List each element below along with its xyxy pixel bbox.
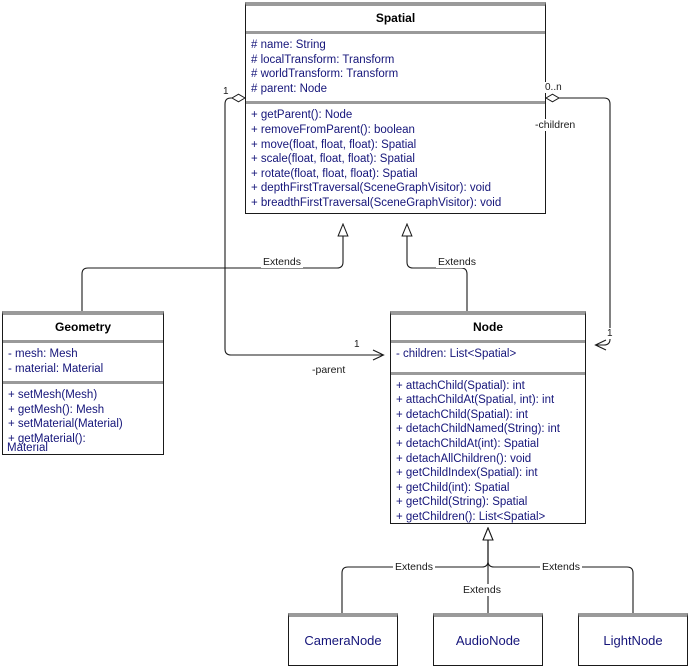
edge-label-geometry-extends: Extends — [261, 256, 303, 268]
class-methods-node: + attachChild(Spatial): int + attachChil… — [391, 375, 585, 530]
multiplicity-parent-target: 1 — [353, 339, 361, 350]
method-row: + getParent(): Node — [251, 109, 353, 122]
method-row: + getMaterial(): — [8, 432, 86, 445]
edge-label-camera-extends: Extends — [393, 561, 435, 573]
class-separator — [3, 340, 163, 343]
class-box-audio-node[interactable]: AudioNode — [433, 613, 543, 666]
attribute-row: # name: String — [251, 39, 326, 51]
edge-node-extends-spatial — [407, 236, 468, 311]
edge-label-light-extends: Extends — [540, 561, 582, 573]
method-row: + rotate(float, float, float): Spatial — [251, 167, 418, 180]
class-box-spatial[interactable]: Spatial # name: String # localTransform:… — [245, 2, 546, 214]
method-row: + setMaterial(Material) — [8, 418, 123, 431]
class-attributes-spatial: # name: String # localTransform: Transfo… — [246, 34, 545, 101]
method-row: + attachChildAt(Spatial, int): int — [396, 394, 555, 407]
method-row: + getChildIndex(Spatial): int — [396, 467, 538, 480]
class-title-geometry: Geometry — [54, 320, 112, 334]
attribute-row: # localTransform: Transform — [251, 53, 395, 66]
method-row: + getChildren(): List<Spatial> — [396, 510, 546, 523]
method-row: + getChild(int): Spatial — [396, 481, 510, 494]
attribute-row: - material: Material — [8, 362, 104, 375]
multiplicity-parent-source: 1 — [222, 86, 230, 97]
class-title-audio-node: AudioNode — [455, 633, 521, 648]
multiplicity-children-target: 1 — [606, 328, 614, 339]
class-title-node: Node — [473, 320, 503, 334]
method-row: + detachAllChildren(): void — [396, 452, 532, 465]
class-title-light-node: LightNode — [603, 633, 663, 648]
method-row: + breadthFirstTraversal(SceneGraphVisito… — [251, 196, 502, 209]
method-row: + setMesh(Mesh) — [8, 389, 98, 402]
class-box-camera-node[interactable]: CameraNode — [288, 613, 398, 666]
edge-children-aggregation — [545, 93, 611, 351]
class-title-spatial: Spatial — [375, 11, 416, 25]
edge-parent-aggregation — [224, 93, 385, 361]
attribute-row: # parent: Node — [251, 82, 328, 95]
edge-label-audio-extends: Extends — [461, 584, 503, 596]
edge-role-children: -children — [533, 119, 578, 131]
method-row: + getChild(String): Spatial — [396, 496, 528, 509]
method-row: + move(float, float, float): Spatial — [251, 138, 417, 151]
class-separator — [391, 340, 585, 343]
edge-label-node-extends: Extends — [436, 256, 478, 268]
class-attributes-geometry: - mesh: Mesh - material: Material — [3, 343, 163, 381]
edge-role-parent: -parent — [310, 364, 348, 376]
class-separator — [246, 31, 545, 34]
class-methods-geometry-overflow: Material — [7, 442, 48, 454]
attribute-row: # worldTransform: Transform — [251, 68, 399, 81]
method-row: + removeFromParent(): boolean — [251, 123, 415, 136]
attribute-row: - mesh: Mesh — [8, 348, 78, 360]
attribute-row: - children: List<Spatial> — [396, 348, 517, 360]
class-box-light-node[interactable]: LightNode — [578, 613, 688, 666]
class-separator — [391, 371, 585, 375]
method-row: + scale(float, float, float): Spatial — [251, 153, 415, 166]
class-methods-spatial: + getParent(): Node + removeFromParent()… — [246, 104, 545, 215]
multiplicity-children-source: 0..n — [544, 82, 563, 93]
method-row: + detachChildNamed(String): int — [396, 423, 560, 436]
class-title-camera-node: CameraNode — [304, 633, 382, 648]
class-separator — [3, 381, 163, 385]
class-box-geometry[interactable]: Geometry - mesh: Mesh - material: Materi… — [2, 311, 164, 455]
class-box-node[interactable]: Node - children: List<Spatial> + attachC… — [390, 311, 586, 524]
method-row: + detachChild(Spatial): int — [396, 408, 529, 421]
class-methods-geometry: + setMesh(Mesh) + getMesh(): Mesh + setM… — [3, 384, 163, 451]
method-row: + depthFirstTraversal(SceneGraphVisitor)… — [251, 182, 492, 195]
method-row: + attachChild(Spatial): int — [396, 379, 525, 392]
edge-camera-extends-node — [341, 540, 488, 613]
method-row: + detachChildAt(int): Spatial — [396, 437, 539, 450]
edge-light-extends-node — [488, 540, 634, 613]
class-attributes-node: - children: List<Spatial> — [391, 343, 585, 372]
edge-geometry-extends-spatial — [81, 236, 343, 311]
class-separator — [246, 101, 545, 105]
method-row: + getMesh(): Mesh — [8, 403, 105, 416]
